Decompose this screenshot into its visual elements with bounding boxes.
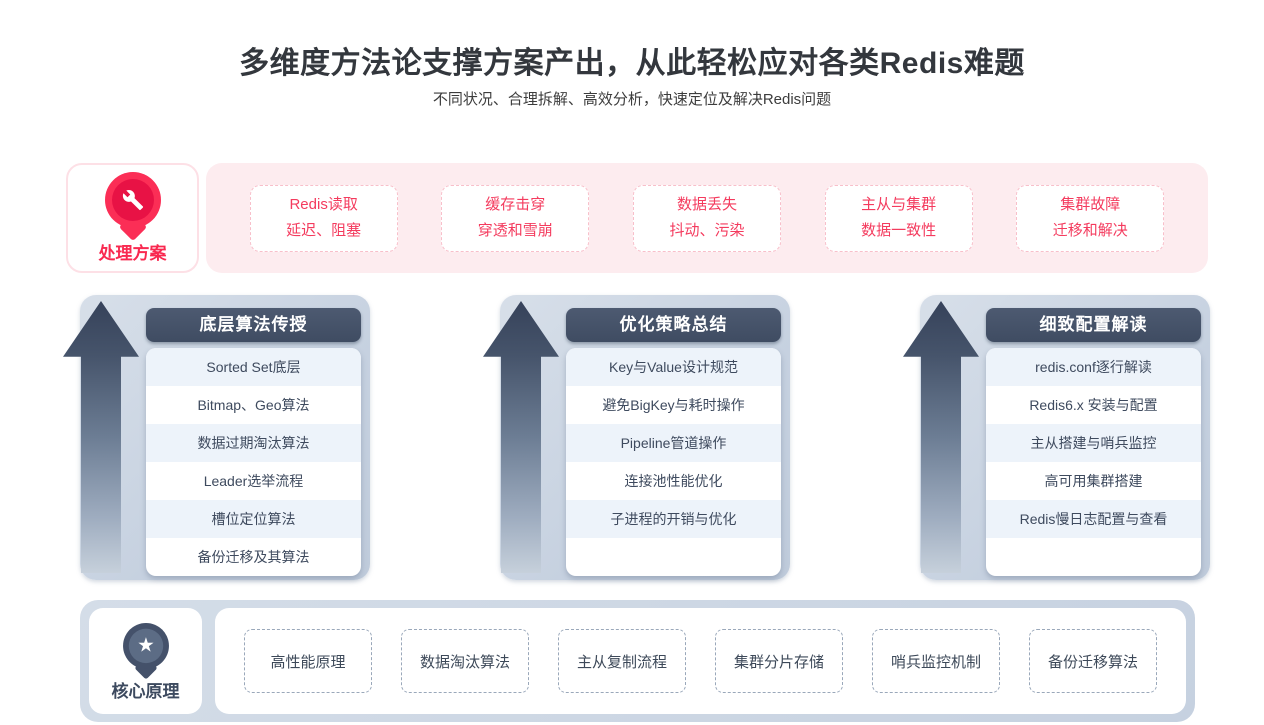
solution-box-line1: 缓存击穿: [485, 196, 546, 213]
column-item: 主从搭建与哨兵监控: [986, 424, 1201, 462]
principle-box: 哨兵监控机制: [872, 629, 1000, 693]
column-header: 细致配置解读: [986, 308, 1201, 342]
solutions-panel: Redis读取 延迟、阻塞 缓存击穿 穿透和雪崩 数据丢失 抖动、污染 主从与集…: [206, 163, 1208, 273]
column-item: 避免BigKey与耗时操作: [602, 397, 745, 413]
column-item: 子进程的开销与优化: [566, 500, 781, 538]
column-item: Sorted Set底层: [146, 348, 361, 386]
column-item-list: Key与Value设计规范 避免BigKey与耗时操作 Pipeline管道操作…: [566, 348, 781, 576]
solution-box: 缓存击穿 穿透和雪崩: [441, 184, 590, 252]
column-item: Redis6.x 安装与配置: [1029, 397, 1158, 413]
wrench-icon: [111, 179, 154, 221]
solution-box: Redis读取 延迟、阻塞: [249, 184, 398, 252]
wrench-pin-icon: [104, 172, 162, 242]
solutions-label: 处理方案: [98, 244, 167, 263]
solution-box: 数据丢失 抖动、污染: [632, 184, 781, 252]
star-icon: ★: [128, 628, 163, 663]
solutions-badge-card: 处理方案: [66, 163, 199, 273]
column-item: 备份迁移及其算法: [197, 549, 310, 565]
column-content: 细致配置解读 redis.conf逐行解读 Redis6.x 安装与配置 主从搭…: [986, 308, 1201, 576]
page-title: 多维度方法论支撑方案产出，从此轻松应对各类Redis难题: [239, 47, 1025, 80]
column-content: 底层算法传授 Sorted Set底层 Bitmap、Geo算法 数据过期淘汰算…: [146, 308, 361, 576]
pin-circle: [104, 172, 161, 228]
principle-box: 主从复制流程: [558, 629, 686, 693]
page-subtitle: 不同状况、合理拆解、高效分析，快速定位及解决Redis问题: [432, 91, 832, 108]
solution-box-line1: 数据丢失: [676, 196, 737, 213]
column-configuration-guide: 细致配置解读 redis.conf逐行解读 Redis6.x 安装与配置 主从搭…: [903, 295, 1210, 580]
column-content: 优化策略总结 Key与Value设计规范 避免BigKey与耗时操作 Pipel…: [566, 308, 781, 576]
column-item: Key与Value设计规范: [566, 348, 781, 386]
column-item: Bitmap、Geo算法: [197, 397, 310, 413]
solution-box-line2: 迁移和解决: [1052, 222, 1128, 239]
column-item: redis.conf逐行解读: [986, 348, 1201, 386]
column-item: 高可用集群搭建: [1044, 473, 1143, 489]
principles-section: ★ 核心原理 高性能原理 数据淘汰算法 主从复制流程 集群分片存储 哨兵监控机制…: [80, 600, 1195, 722]
solution-box-line2: 穿透和雪崩: [477, 222, 553, 239]
solution-box: 集群故障 迁移和解决: [1016, 184, 1165, 252]
column-item: Leader选举流程: [203, 473, 304, 489]
pin-circle: ★: [122, 622, 169, 669]
solution-box-line1: 主从与集群: [861, 196, 937, 213]
solution-box-line2: 数据一致性: [861, 222, 937, 239]
column-item: 连接池性能优化: [624, 473, 723, 489]
column-item: Redis慢日志配置与查看: [986, 500, 1201, 538]
solution-box-line2: 抖动、污染: [669, 222, 745, 239]
principles-badge-card: ★ 核心原理: [89, 608, 202, 714]
column-item: 数据过期淘汰算法: [146, 424, 361, 462]
column-optimization-strategies: 优化策略总结 Key与Value设计规范 避免BigKey与耗时操作 Pipel…: [483, 295, 790, 580]
principles-label: 核心原理: [111, 681, 180, 701]
column-item: Pipeline管道操作: [566, 424, 781, 462]
column-item-list: Sorted Set底层 Bitmap、Geo算法 数据过期淘汰算法 Leade…: [146, 348, 361, 576]
column-header: 底层算法传授: [146, 308, 361, 342]
solution-box-line1: Redis读取: [289, 196, 358, 213]
method-columns: 底层算法传授 Sorted Set底层 Bitmap、Geo算法 数据过期淘汰算…: [63, 295, 1210, 580]
solutions-section: 处理方案 Redis读取 延迟、阻塞 缓存击穿 穿透和雪崩 数据丢失 抖动、污染: [66, 163, 1208, 273]
column-underlying-algorithms: 底层算法传授 Sorted Set底层 Bitmap、Geo算法 数据过期淘汰算…: [63, 295, 370, 580]
solution-box: 主从与集群 数据一致性: [824, 184, 973, 252]
solution-box-line2: 延迟、阻塞: [286, 222, 362, 239]
principle-box: 集群分片存储: [715, 629, 843, 693]
principles-panel: 高性能原理 数据淘汰算法 主从复制流程 集群分片存储 哨兵监控机制 备份迁移算法: [215, 608, 1186, 714]
principle-box: 数据淘汰算法: [401, 629, 529, 693]
principle-box: 高性能原理: [244, 629, 372, 693]
column-item-list: redis.conf逐行解读 Redis6.x 安装与配置 主从搭建与哨兵监控 …: [986, 348, 1201, 576]
star-pin-icon: ★: [122, 622, 170, 680]
principle-box: 备份迁移算法: [1029, 629, 1157, 693]
column-header: 优化策略总结: [566, 308, 781, 342]
column-item: 槽位定位算法: [146, 500, 361, 538]
solution-box-line1: 集群故障: [1060, 196, 1121, 213]
